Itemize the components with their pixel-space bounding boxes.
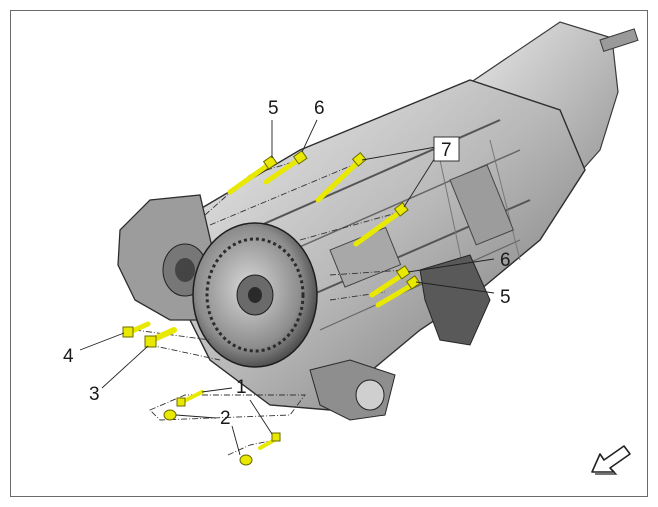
bolt-5-top bbox=[227, 155, 278, 195]
transmission-housing bbox=[117, 21, 639, 421]
callout-1: 1 bbox=[236, 377, 247, 398]
callout-7-box bbox=[433, 136, 460, 162]
bolt-6-top bbox=[263, 150, 308, 185]
bolt-1-lower bbox=[258, 432, 281, 450]
callout-3: 3 bbox=[89, 384, 100, 405]
bolt-2-upper bbox=[163, 409, 177, 421]
output-shaft bbox=[599, 28, 639, 53]
callout-5-top: 5 bbox=[268, 98, 279, 119]
leader-lines bbox=[79, 119, 495, 456]
callout-7: 7 bbox=[441, 140, 452, 161]
bolt-5-right bbox=[375, 275, 421, 308]
bracket bbox=[419, 254, 491, 346]
figure-border bbox=[10, 10, 648, 497]
callout-6-right: 6 bbox=[500, 250, 511, 271]
bolts bbox=[122, 150, 421, 466]
bolt-7-upper bbox=[315, 152, 367, 203]
bolt-3 bbox=[144, 327, 177, 348]
direction-arrow-icon bbox=[591, 445, 631, 475]
callout-6-top: 6 bbox=[314, 98, 325, 119]
bolt-4 bbox=[122, 321, 151, 338]
callout-5-right: 5 bbox=[500, 287, 511, 308]
callout-2: 2 bbox=[220, 408, 231, 429]
bolt-1-upper bbox=[176, 390, 204, 407]
bolt-2-lower bbox=[239, 454, 253, 466]
bolt-6-right bbox=[369, 265, 411, 298]
callout-4: 4 bbox=[63, 346, 74, 367]
